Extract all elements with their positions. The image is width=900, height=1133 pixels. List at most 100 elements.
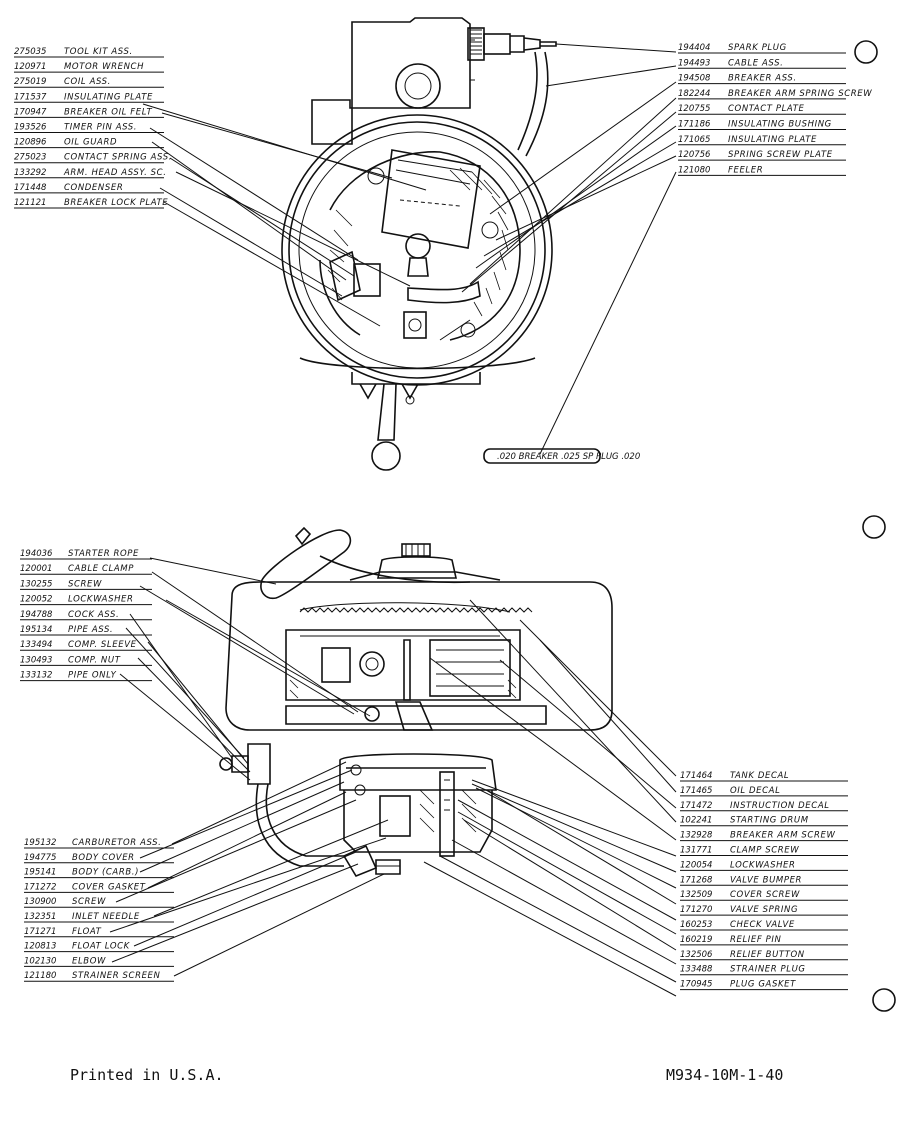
part-label-row: 170947 BREAKER OIL FELT xyxy=(14,107,164,118)
part-number: 171465 xyxy=(680,786,712,796)
part-name: CABLE ASS. xyxy=(728,58,783,68)
spark-plug-drawing xyxy=(467,27,557,61)
part-label-row: 275023 CONTACT SPRING ASS. xyxy=(14,153,172,164)
part-name: INLET NEEDLE xyxy=(72,912,140,922)
part-label-row: 120813 FLOAT LOCK xyxy=(24,942,174,953)
part-name: COMP. SLEEVE xyxy=(68,640,137,650)
part-number: 194036 xyxy=(20,549,53,559)
part-name: BREAKER ARM SCREW xyxy=(730,831,835,841)
part-number: 121180 xyxy=(24,971,56,981)
part-number: 121080 xyxy=(678,165,710,175)
part-number: 275035 xyxy=(14,47,46,57)
part-name: FLOAT LOCK xyxy=(72,942,131,952)
part-name: RELIEF BUTTON xyxy=(730,950,805,960)
part-name: RELIEF PIN xyxy=(730,935,782,945)
part-name: VALVE BUMPER xyxy=(730,875,802,885)
part-name: INSULATING PLATE xyxy=(728,135,817,145)
part-name: BREAKER ASS. xyxy=(728,74,797,84)
binder-holes xyxy=(854,40,896,1012)
part-name: BODY (CARB.) xyxy=(72,868,139,878)
part-name: BREAKER LOCK PLATE xyxy=(64,198,168,208)
tank-carburetor-drawing xyxy=(219,526,613,877)
part-name: COCK ASS. xyxy=(68,610,119,620)
part-number: 120896 xyxy=(14,138,47,148)
part-name: INSULATING PLATE xyxy=(64,92,153,102)
part-number: 130255 xyxy=(20,579,52,589)
part-name: BREAKER OIL FELT xyxy=(64,107,153,117)
part-number: 171065 xyxy=(678,135,710,145)
feeler-gauge-label: .020 BREAKER .025 SP PLUG .020 xyxy=(497,452,640,462)
part-name: MOTOR WRENCH xyxy=(64,62,144,72)
part-name: CONTACT PLATE xyxy=(728,104,804,114)
part-number: 195134 xyxy=(20,625,52,635)
part-name: BREAKER ARM SPRING SCREW xyxy=(728,89,872,99)
part-number: 133494 xyxy=(20,640,52,650)
part-number: 160253 xyxy=(680,920,712,930)
part-name: LOCKWASHER xyxy=(68,595,134,605)
part-number: 120054 xyxy=(680,860,712,870)
fuel-cock-drawing xyxy=(219,743,344,867)
part-number: 171272 xyxy=(24,882,56,892)
part-number: 170947 xyxy=(14,107,47,117)
part-number: 194493 xyxy=(678,58,710,68)
part-number: 171186 xyxy=(678,120,711,130)
part-number: 275023 xyxy=(14,153,46,163)
part-number: 102241 xyxy=(680,816,712,826)
part-number: 120813 xyxy=(24,942,56,952)
part-number: 171271 xyxy=(24,927,56,937)
part-number: 120001 xyxy=(20,564,52,574)
ignition-cable xyxy=(517,51,549,157)
part-name: BODY COVER xyxy=(72,853,135,863)
part-label-row: 120054 LOCKWASHER xyxy=(680,860,848,871)
part-number: 133292 xyxy=(14,168,46,178)
part-number: 193526 xyxy=(14,123,47,133)
part-name: LOCKWASHER xyxy=(730,860,796,870)
part-name: INSTRUCTION DECAL xyxy=(730,801,830,811)
part-number: 120756 xyxy=(678,150,711,160)
part-label-row: 194788 COCK ASS. xyxy=(20,610,152,621)
part-name: TOOL KIT ASS. xyxy=(64,47,133,57)
part-name: TIMER PIN ASS. xyxy=(64,123,137,133)
part-name: CONTACT SPRING ASS. xyxy=(64,153,172,163)
part-number: 133132 xyxy=(20,671,52,681)
part-label-row: 194036 STARTER ROPE xyxy=(20,549,152,560)
part-label-row: 194493 CABLE ASS. xyxy=(678,58,846,69)
part-number: 182244 xyxy=(678,89,710,99)
part-number: 195132 xyxy=(24,838,56,848)
part-name: STARTER ROPE xyxy=(68,549,139,559)
part-name: CLAMP SCREW xyxy=(730,846,799,856)
part-number: 275019 xyxy=(14,77,46,87)
part-name: PIPE ASS. xyxy=(68,625,113,635)
part-label-row: 182244 BREAKER ARM SPRING SCREW xyxy=(678,89,872,100)
part-name: TANK DECAL xyxy=(730,771,789,781)
part-name: STRAINER PLUG xyxy=(730,965,806,975)
part-number: 194788 xyxy=(20,610,53,620)
part-number: 194404 xyxy=(678,43,710,53)
part-number: 171464 xyxy=(680,771,712,781)
part-number: 120971 xyxy=(14,62,46,72)
carburetor-drawing xyxy=(339,753,497,877)
part-label-row: 195134 PIPE ASS. xyxy=(20,625,152,636)
